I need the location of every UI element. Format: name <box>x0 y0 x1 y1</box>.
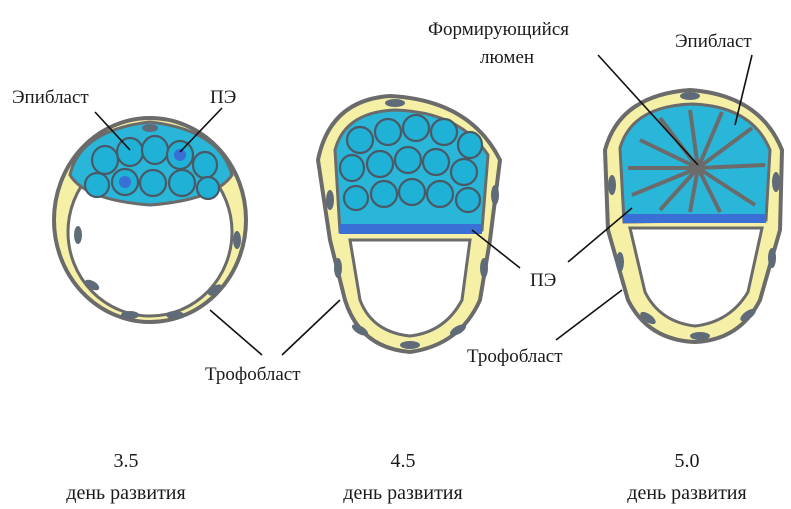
label-trophoblast-1: Трофобласт <box>205 364 301 385</box>
label-pe-1: ПЭ <box>210 87 236 108</box>
label-lumen-line2: люмен <box>480 47 534 68</box>
leader-trophoblast-1 <box>210 310 262 355</box>
stage-caption-1: день развития <box>66 482 185 504</box>
stage-caption-2: день развития <box>343 482 462 504</box>
embryo-day-5-0 <box>556 55 782 342</box>
label-epiblast-1: Эпибласт <box>12 87 89 108</box>
embryo-day-4-5 <box>282 96 520 355</box>
label-epiblast-3: Эпибласт <box>675 31 752 52</box>
primitive-endoderm-layer <box>624 214 766 223</box>
label-pe-2: ПЭ <box>530 270 556 291</box>
embryo-day-3-5 <box>54 108 262 355</box>
stage-day-2: 4.5 <box>391 450 416 472</box>
label-trophoblast-3: Трофобласт <box>467 346 563 367</box>
stage-day-1: 3.5 <box>114 450 139 472</box>
stage-caption-3: день развития <box>627 482 746 504</box>
primitive-endoderm-layer <box>340 224 482 234</box>
leader-trophoblast-2 <box>282 300 340 355</box>
label-lumen-line1: Формирующийся <box>428 19 569 40</box>
leader-trophoblast-3 <box>556 290 622 340</box>
stage-day-3: 5.0 <box>675 450 700 472</box>
